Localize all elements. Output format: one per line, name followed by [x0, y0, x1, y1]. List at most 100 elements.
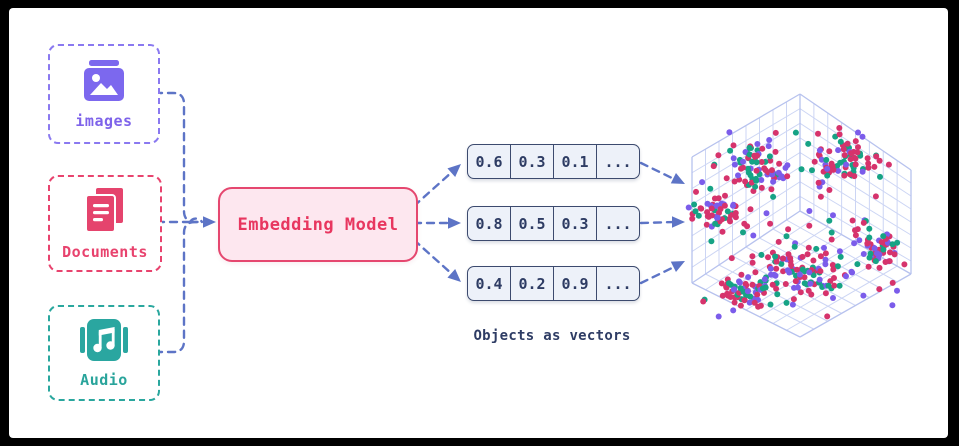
- scatter-dot: [813, 245, 820, 252]
- scatter-dot: [732, 214, 739, 221]
- scatter-dot: [730, 155, 737, 162]
- scatter-dot: [776, 160, 783, 167]
- scatter-dot: [901, 261, 908, 268]
- scatter-dot: [753, 177, 760, 184]
- scatter-dot: [806, 208, 813, 214]
- scatter-dot: [887, 249, 893, 256]
- scatter-dot: [727, 147, 734, 154]
- scatter-dot: [773, 285, 780, 292]
- scatter-dot: [799, 253, 806, 260]
- scatter-dot: [830, 295, 836, 301]
- scatter-dot: [785, 226, 792, 233]
- scatter-dot: [762, 167, 769, 174]
- vector-cell: 0.1: [554, 145, 597, 178]
- vector-cell: 0.4: [468, 267, 511, 300]
- scatter-dot: [817, 253, 824, 260]
- scatter-dot: [746, 299, 753, 306]
- input-node-images: images: [48, 44, 160, 144]
- scatter-dot: [738, 165, 744, 172]
- scatter-dot: [700, 298, 707, 305]
- scatter-dot: [817, 268, 824, 275]
- scatter-dot: [889, 302, 896, 309]
- scatter-dot: [740, 158, 746, 165]
- scatter-dot: [772, 148, 779, 155]
- scatter-dot: [695, 212, 702, 219]
- scatter-dot: [773, 258, 780, 265]
- scatter-dot: [807, 280, 814, 287]
- scatter-dot: [866, 225, 873, 232]
- scatter-dot: [765, 254, 771, 261]
- scatter-dot: [719, 228, 726, 235]
- scatter-dot: [730, 202, 736, 209]
- scatter-dot: [872, 258, 879, 265]
- scatter-dot: [836, 282, 843, 289]
- scatter-dot: [778, 260, 785, 267]
- input-label-audio: Audio: [80, 370, 128, 389]
- input-node-documents: Documents: [48, 175, 162, 272]
- scatter-dot: [878, 239, 885, 246]
- scatter-dot: [741, 297, 748, 304]
- scatter-dot: [752, 269, 759, 276]
- scatter-dot: [783, 299, 790, 306]
- scatter-dot: [758, 159, 765, 165]
- scatter-dot: [768, 167, 775, 174]
- scatter-dot: [761, 276, 768, 283]
- scatter-dot: [791, 284, 797, 291]
- scatter-dot: [865, 263, 872, 270]
- scatter-dot: [843, 273, 849, 280]
- scatter-dot: [778, 173, 785, 180]
- scatter-dot: [835, 147, 842, 154]
- scatter-dot: [816, 276, 823, 283]
- scatter-dot: [798, 166, 805, 173]
- scatter-dot: [824, 172, 831, 179]
- scatter-dot: [830, 166, 837, 173]
- scatter-dot: [841, 172, 848, 179]
- scatter-dot: [788, 262, 795, 269]
- scatter-dot: [825, 282, 832, 289]
- scatter-dot: [801, 274, 808, 281]
- scatter-dot: [711, 195, 718, 202]
- scatter-dot: [880, 233, 887, 240]
- scatter-dot: [715, 313, 722, 320]
- scatter-dot: [731, 161, 738, 168]
- scatter-dot: [775, 238, 782, 245]
- scatter-dot: [726, 280, 732, 287]
- scatter-dot: [730, 142, 737, 149]
- scatter-dot: [804, 251, 811, 258]
- scatter-dot: [836, 248, 843, 255]
- scatter-dot: [759, 285, 766, 292]
- scatter-dot: [750, 232, 757, 239]
- scatter-dot: [852, 138, 859, 145]
- scatter-dot: [865, 164, 872, 171]
- scatter-dot: [821, 244, 827, 251]
- scatter-dot: [748, 179, 755, 186]
- scatter-dot: [854, 226, 861, 233]
- scatter-dot: [859, 168, 866, 175]
- scatter-dot: [766, 137, 773, 143]
- scatter-dot: [851, 240, 858, 247]
- scatter-dot: [780, 268, 787, 275]
- scatter-dot: [851, 173, 858, 180]
- scatter-dot: [826, 187, 833, 193]
- scatter-dot: [815, 179, 822, 186]
- scatter-dot: [725, 292, 732, 299]
- vector-cell: 0.3: [554, 207, 597, 240]
- scatter-dot: [746, 151, 753, 158]
- scatter-dot: [752, 183, 759, 190]
- scatter-dot: [692, 208, 699, 215]
- scatter-dot: [885, 161, 892, 168]
- scatter-dot: [708, 212, 715, 219]
- scatter-dot: [790, 296, 797, 303]
- scatter-dot: [783, 233, 790, 240]
- scatter-dot: [837, 253, 844, 260]
- scatter-dot: [830, 212, 836, 219]
- scatter-dot: [704, 209, 711, 216]
- scatter-dot: [854, 261, 861, 268]
- scatter-dot: [811, 158, 818, 165]
- scatter-dot: [794, 266, 800, 273]
- scatter-dot: [801, 280, 808, 287]
- scatter-dot: [806, 269, 813, 276]
- scatter-dot: [754, 141, 761, 147]
- vector-cell: 0.8: [468, 207, 511, 240]
- scatter-dot: [852, 232, 859, 239]
